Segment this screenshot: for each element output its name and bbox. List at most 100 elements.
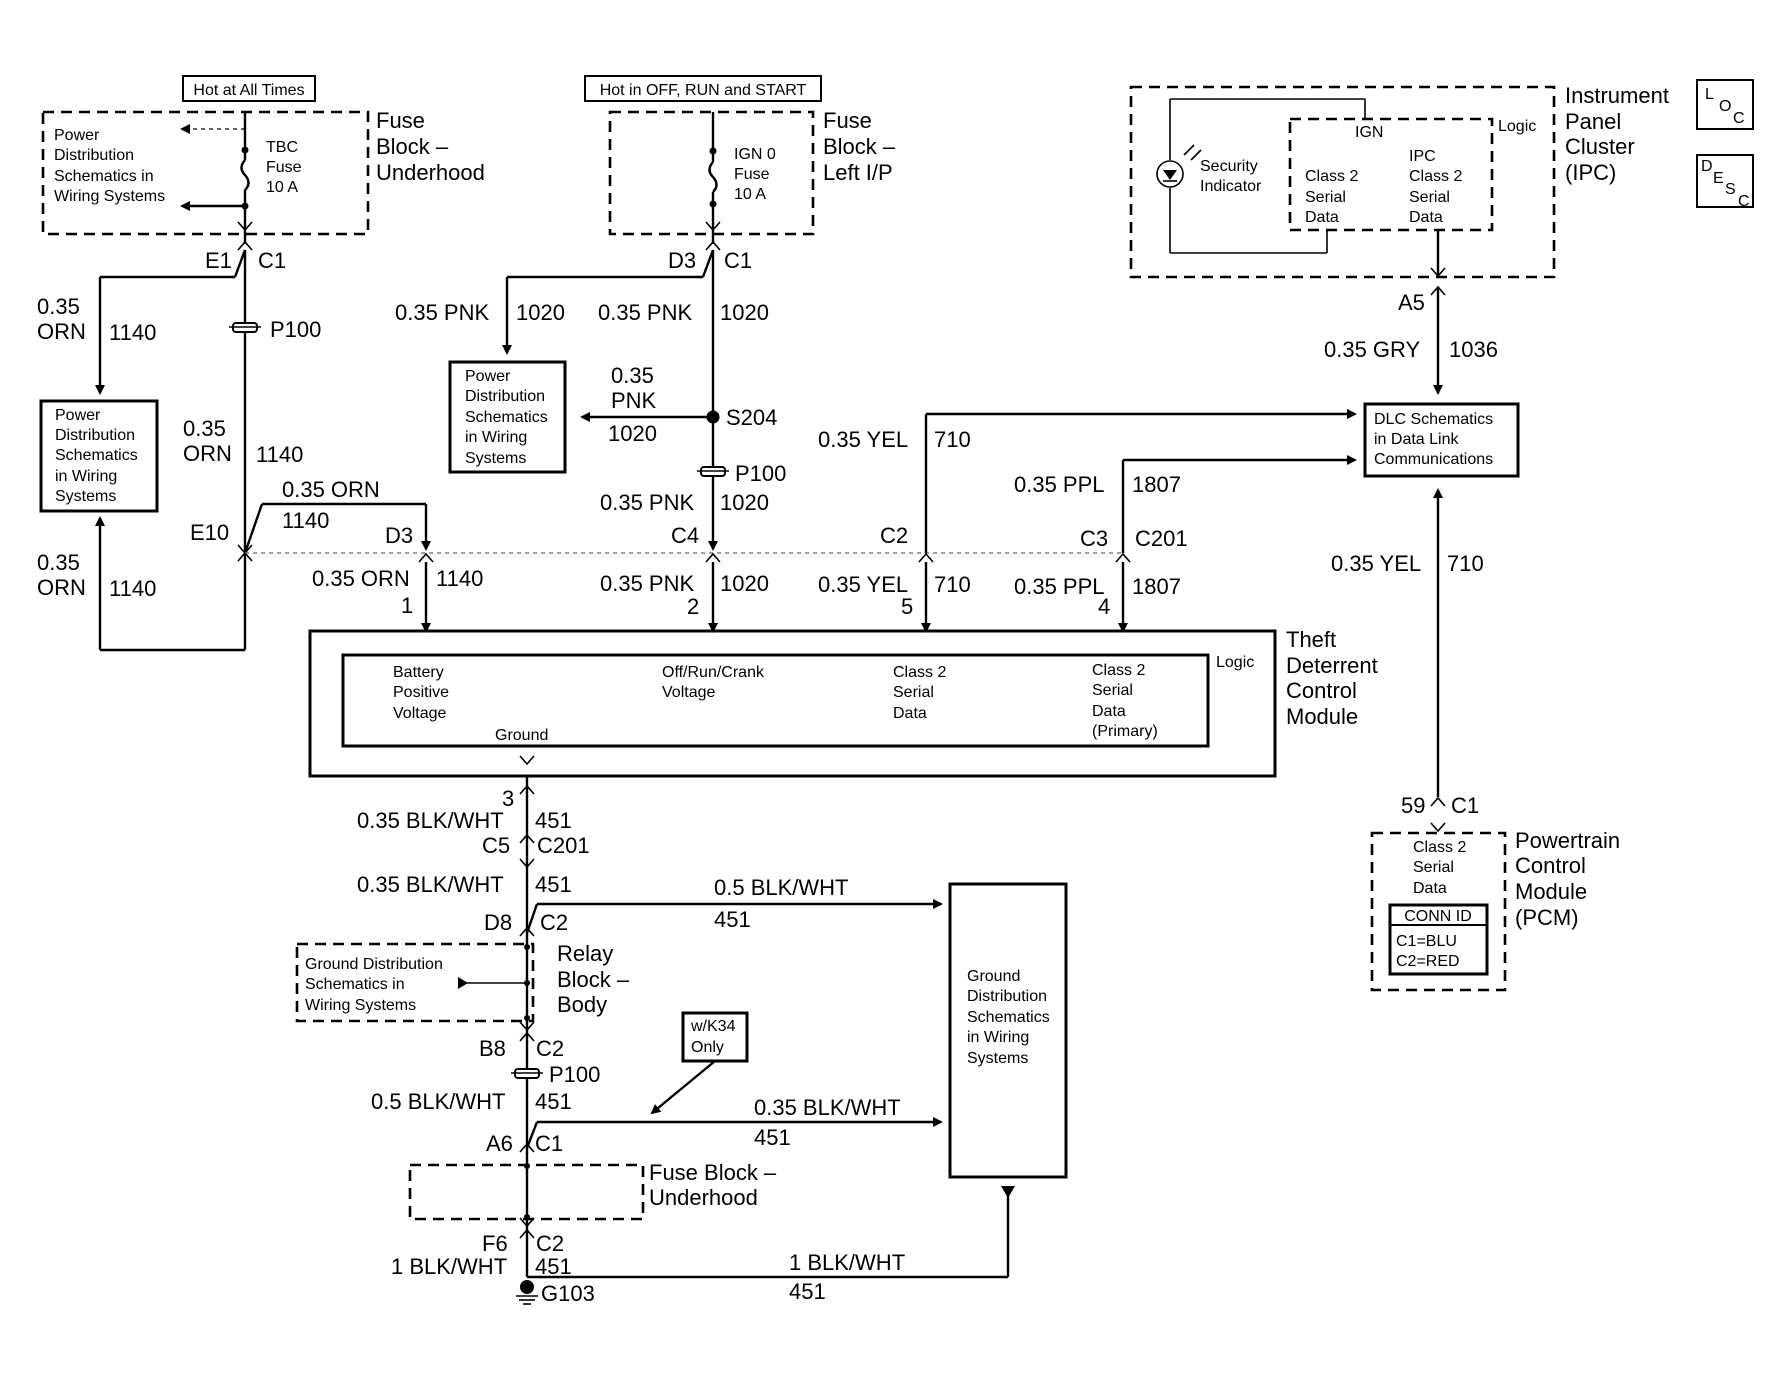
svg-text:451: 451: [535, 1089, 572, 1114]
svg-text:Systems: Systems: [967, 1050, 1028, 1067]
tdcm-logic-label: Logic: [1216, 654, 1254, 671]
svg-text:C2=RED: C2=RED: [1396, 953, 1460, 970]
svg-text:CONN ID: CONN ID: [1404, 908, 1472, 925]
svg-text:10 A: 10 A: [266, 179, 298, 196]
svg-text:Fuse: Fuse: [266, 159, 302, 176]
svg-text:IPC: IPC: [1409, 148, 1436, 165]
pds-box-left: Power Distribution Schematics in Wiring …: [39, 399, 159, 513]
svg-text:Panel: Panel: [1565, 109, 1621, 134]
svg-text:Class 2: Class 2: [893, 664, 946, 681]
svg-text:3: 3: [502, 786, 514, 811]
tdcm-logic-box: [341, 653, 1210, 748]
svg-text:ORN: ORN: [37, 319, 86, 344]
svg-text:Schematics: Schematics: [967, 1009, 1050, 1026]
svg-text:0.35: 0.35: [611, 363, 654, 388]
svg-text:D8: D8: [484, 910, 512, 935]
svg-text:ORN: ORN: [183, 441, 232, 466]
svg-text:0.5 BLK/WHT: 0.5 BLK/WHT: [714, 875, 848, 900]
svg-text:A6: A6: [486, 1131, 513, 1156]
svg-text:C2: C2: [536, 1036, 564, 1061]
svg-text:1140: 1140: [256, 442, 303, 467]
wire-orn-1140-label-mid: 0.35 ORN 1140: [183, 416, 303, 467]
svg-text:Serial: Serial: [1413, 859, 1454, 876]
fuse-block-underhood-lower-title: Fuse Block – Underhood: [524, 1160, 777, 1220]
svg-text:TBC: TBC: [266, 139, 298, 156]
loc-badge: L O C: [1696, 79, 1754, 130]
svg-text:Class 2: Class 2: [1092, 662, 1145, 679]
ipc-logic-label: Logic: [1498, 118, 1536, 135]
wire-blk-wht-from-gds: 1 BLK/WHT 451: [527, 1186, 1015, 1304]
svg-text:ORN: ORN: [37, 575, 86, 600]
tdcm-offrun-input: Off/Run/Crank Voltage: [662, 664, 765, 701]
svg-text:Fuse Block –: Fuse Block –: [649, 1160, 777, 1185]
svg-text:(Primary): (Primary): [1092, 723, 1158, 740]
svg-text:Body: Body: [557, 992, 607, 1017]
svg-text:Control: Control: [1515, 853, 1586, 878]
hot-in-off-run-start-label: Hot in OFF, RUN and START: [584, 75, 822, 102]
svg-text:451: 451: [789, 1279, 826, 1304]
wire-ppl-1807-to-dlc: 0.35 PPL 1807: [1014, 455, 1357, 553]
wire-orn-1140-return: 0.35 ORN 1140: [37, 516, 245, 652]
svg-text:1140: 1140: [436, 566, 483, 591]
svg-text:451: 451: [535, 808, 572, 833]
b8-c2-connector: B8 C2: [479, 1021, 564, 1061]
svg-text:Instrument: Instrument: [1565, 83, 1669, 108]
svg-text:1807: 1807: [1132, 574, 1181, 599]
svg-text:S204: S204: [726, 405, 777, 430]
svg-text:Fuse: Fuse: [823, 108, 872, 133]
svg-text:Deterrent: Deterrent: [1286, 653, 1378, 678]
desc-badge: D E S C: [1696, 154, 1754, 210]
svg-text:C201: C201: [537, 833, 590, 858]
gds-note-small: Ground Distribution Schematics in Wiring…: [305, 944, 530, 1021]
svg-text:1020: 1020: [720, 490, 769, 515]
f6-c2-connector: F6 C2 1 BLK/WHT 451: [391, 1217, 572, 1279]
svg-text:0.35 ORN: 0.35 ORN: [312, 566, 410, 591]
wire-yel-710-to-dlc: 0.35 YEL 710: [818, 409, 1357, 553]
tdcm-pin-4: 0.35 PPL 1807 4: [1014, 562, 1181, 633]
e10-connector: E10 0.35 ORN 1140: [190, 477, 431, 562]
svg-text:Hot in OFF, RUN and START: Hot in OFF, RUN and START: [600, 82, 807, 99]
svg-text:0.35 PPL: 0.35 PPL: [1014, 472, 1105, 497]
svg-text:Serial: Serial: [893, 684, 934, 701]
svg-text:Underhood: Underhood: [376, 160, 485, 185]
svg-text:E: E: [1713, 170, 1724, 187]
svg-text:0.35: 0.35: [37, 550, 80, 575]
s204-splice: S204 0.35 PNK 1020: [580, 363, 777, 446]
p100-splice-left: P100: [229, 250, 321, 650]
svg-text:0.35 YEL: 0.35 YEL: [818, 572, 908, 597]
d8-c2-connector: D8 C2: [484, 910, 568, 937]
svg-text:C: C: [1733, 110, 1745, 127]
fuse-block-underhood-box: [41, 110, 370, 236]
svg-text:1140: 1140: [282, 508, 329, 533]
svg-text:0.35 PNK: 0.35 PNK: [395, 300, 489, 325]
tdcm-outer-box: [308, 629, 1277, 778]
svg-text:Relay: Relay: [557, 941, 613, 966]
svg-text:710: 710: [934, 427, 971, 452]
svg-text:P100: P100: [270, 317, 321, 342]
svg-text:Distribution: Distribution: [465, 388, 545, 405]
svg-text:1020: 1020: [720, 571, 769, 596]
svg-text:Block –: Block –: [823, 134, 896, 159]
security-indicator: Security Indicator: [1156, 98, 1366, 254]
svg-text:Powertrain: Powertrain: [1515, 828, 1620, 853]
svg-text:Security: Security: [1200, 158, 1258, 175]
dlc-box: DLC Schematics in Data Link Communicatio…: [1363, 402, 1520, 478]
c201-connector-row: D3 C4 C2 C3 C201: [245, 523, 1188, 563]
svg-text:Module: Module: [1286, 704, 1358, 729]
tdcm-ground-label: Ground: [495, 727, 548, 744]
svg-text:in Wiring: in Wiring: [55, 468, 117, 485]
svg-text:E10: E10: [190, 520, 229, 545]
svg-text:Serial: Serial: [1409, 189, 1450, 206]
svg-text:Wiring Systems: Wiring Systems: [54, 188, 165, 205]
g103-ground: G103: [516, 1280, 595, 1306]
svg-text:1020: 1020: [608, 421, 657, 446]
svg-text:C1: C1: [724, 248, 752, 273]
ipc-class2-left: Class 2 Serial Data: [1305, 168, 1358, 226]
svg-text:in Wiring: in Wiring: [465, 429, 527, 446]
pcm-connector: 59 C1: [1401, 793, 1479, 833]
ign0-fuse-label: IGN 0 Fuse 10 A: [734, 146, 776, 203]
svg-text:D: D: [1701, 158, 1713, 175]
svg-text:Schematics in: Schematics in: [54, 168, 154, 185]
svg-text:Distribution: Distribution: [54, 147, 134, 164]
